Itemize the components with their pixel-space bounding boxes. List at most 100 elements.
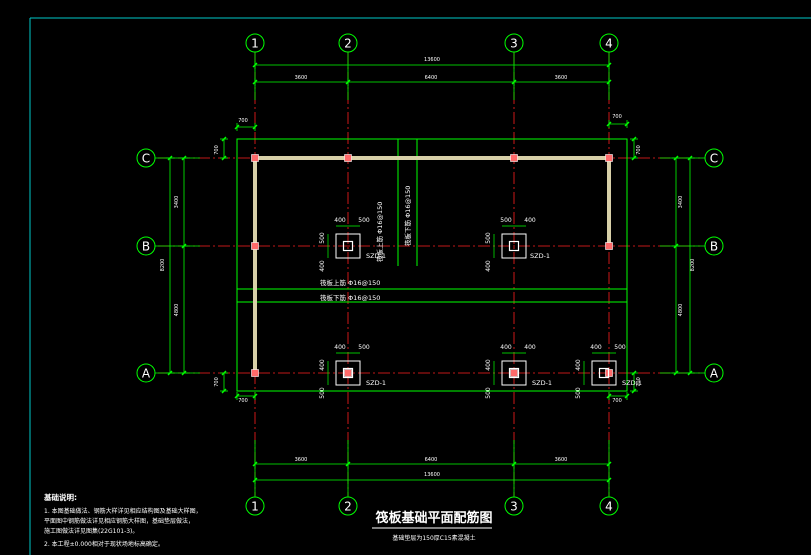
- pad-dim-up: 400: [575, 359, 582, 371]
- grid-label: C: [142, 152, 150, 166]
- grid-label: B: [142, 240, 150, 254]
- pad-dim-down: 400: [485, 260, 492, 272]
- grid-label: 1: [251, 37, 259, 51]
- grid-label: C: [710, 152, 718, 166]
- grid-bubble-right: C: [704, 148, 724, 168]
- grid-bubble-bottom: 2: [338, 496, 358, 516]
- column-pad: 400 400 400 500 SZD-1: [485, 344, 552, 399]
- dim-overhang-br-v: 700: [636, 377, 642, 387]
- grid-bubble-left: B: [136, 236, 156, 256]
- dim-right-span-2: 4800: [678, 304, 684, 317]
- dim-overhang-tl: 700: [238, 118, 248, 124]
- dim-left-total: 8200: [160, 259, 166, 272]
- column-node: [251, 369, 259, 377]
- pad-dim-up: 500: [485, 232, 492, 244]
- note-line-4: 2. 本工程±0.000相对于现状场地标高确定。: [44, 540, 164, 548]
- grid-bubble-top: 1: [245, 33, 265, 53]
- dim-overhang-bl: 700: [238, 398, 248, 404]
- grid-label: 3: [510, 500, 518, 514]
- grid-label: 4: [605, 37, 613, 51]
- column-node: [605, 154, 613, 162]
- column-node: [344, 369, 352, 377]
- grid-bubble-right: B: [704, 236, 724, 256]
- dim-overhang-tl-v: 700: [214, 145, 220, 155]
- grid-bubble-left: A: [136, 363, 156, 383]
- drawing-frame: [29, 17, 811, 555]
- note-line-2: 平面图中钢筋做法详见相应钢筋大样图，基础垫层做法，: [44, 517, 194, 525]
- dim-overhang-tr-v: 700: [636, 145, 642, 155]
- foundation-notes: 基础说明: 1. 本图基础做法、钢筋大样详见相应结构图及基础大样图， 平面图中钢…: [43, 492, 202, 548]
- rebar-label-top-h: 筏板上筋 Φ16@150: [320, 278, 380, 287]
- pad-dim-left: 400: [334, 217, 346, 224]
- column-node: [605, 242, 613, 250]
- dim-right-span-1: 3400: [678, 196, 684, 209]
- column-nodes: [251, 154, 613, 377]
- dim-bottom-total: 13600: [424, 472, 440, 478]
- rebar-labels: 筏板上筋 Φ16@150 筏板下筋 Φ16@150 筏板上筋 Φ16@150 筏…: [320, 186, 412, 302]
- pad-dim-left: 400: [590, 344, 602, 351]
- pad-dim-down: 400: [319, 260, 326, 272]
- drawing-subtitle: 基础垫层为150厚C15素混凝土: [392, 534, 475, 542]
- pad-label: SZD-1: [532, 379, 552, 387]
- pad-dim-up: 400: [319, 359, 326, 371]
- dim-top-span-3: 3600: [555, 75, 568, 81]
- title-block: 筏板基础平面配筋图 基础垫层为150厚C15素混凝土: [372, 510, 493, 542]
- dim-right-total: 8200: [690, 259, 696, 272]
- dim-bottom-span-3: 3600: [555, 457, 568, 463]
- dim-overhang-tr: 700: [612, 114, 622, 120]
- column-node: [510, 369, 518, 377]
- pad-dim-right: 400: [524, 217, 536, 224]
- pad-dim-down: 500: [575, 387, 582, 399]
- grid-label: B: [710, 240, 718, 254]
- dim-overhang-br: 700: [612, 398, 622, 404]
- column-node: [510, 154, 518, 162]
- dim-overhang-bl-v: 700: [214, 377, 220, 387]
- dim-top-total: 13600: [424, 57, 440, 63]
- grid-label: A: [142, 367, 151, 381]
- pad-dim-up: 400: [485, 359, 492, 371]
- rebar-label-top-v: 筏板上筋 Φ16@150: [375, 202, 384, 262]
- dim-top-span-2: 6400: [425, 75, 438, 81]
- grid-label: 1: [251, 500, 259, 514]
- grid-label: 2: [344, 37, 352, 51]
- notes-heading: 基础说明:: [43, 492, 77, 502]
- wall-outline: [253, 156, 611, 373]
- pad-dim-left: 400: [334, 344, 346, 351]
- pad-label: SZD-1: [622, 379, 642, 387]
- dim-bottom-span-1: 3600: [295, 457, 308, 463]
- pad-dim-right: 500: [614, 344, 626, 351]
- pad-dim-left: 400: [500, 344, 512, 351]
- grid-label: A: [710, 367, 719, 381]
- grid-bubble-bottom: 3: [504, 496, 524, 516]
- pad-dim-down: 500: [485, 387, 492, 399]
- column-node: [344, 154, 352, 162]
- grid-bubble-bottom: 4: [599, 496, 619, 516]
- grid-bubble-left: C: [136, 148, 156, 168]
- grid-bubble-right: A: [704, 363, 724, 383]
- pad-dim-right: 500: [358, 344, 370, 351]
- grid-label: 3: [510, 37, 518, 51]
- pad-dim-up: 500: [319, 232, 326, 244]
- dim-bottom-span-2: 6400: [425, 457, 438, 463]
- pad-label: SZD-1: [366, 379, 386, 387]
- grid-bubble-top: 3: [504, 33, 524, 53]
- dim-top-span-1: 3600: [295, 75, 308, 81]
- column-node: [251, 154, 259, 162]
- pad-dim-right: 400: [524, 344, 536, 351]
- dim-left-span-2: 4800: [174, 304, 180, 317]
- drawing-title: 筏板基础平面配筋图: [375, 510, 492, 526]
- note-line-3: 施工图做法详见图集(22G101-3)。: [44, 527, 138, 535]
- note-line-1: 1. 本图基础做法、钢筋大样详见相应结构图及基础大样图，: [44, 507, 202, 515]
- grid-bubble-bottom: 1: [245, 496, 265, 516]
- grid-label: 2: [344, 500, 352, 514]
- rebar-label-bottom-h: 筏板下筋 Φ16@150: [320, 293, 380, 302]
- pad-dim-right: 500: [358, 217, 370, 224]
- column-node: [251, 242, 259, 250]
